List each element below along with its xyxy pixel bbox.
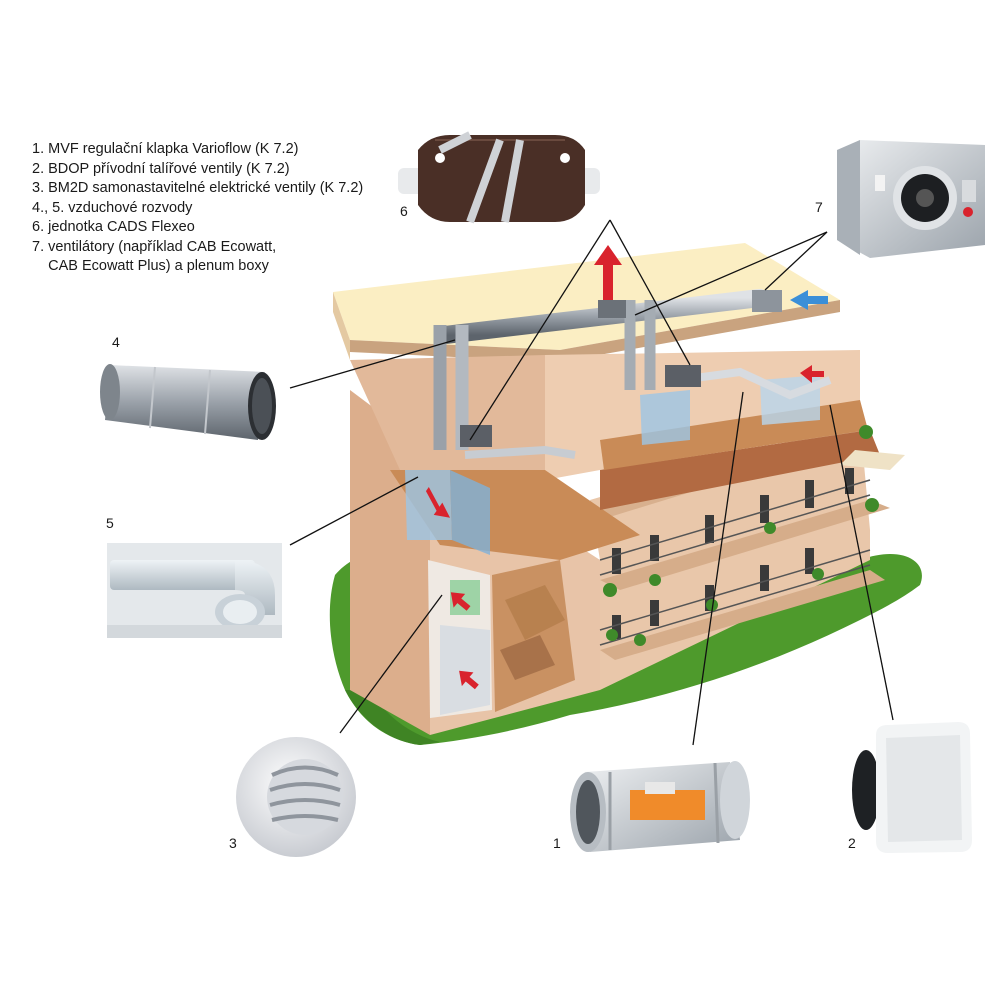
legend-item-3: 3. BM2D samonastavitelné elektrické vent… [32, 180, 364, 196]
legend-item-7: 7. ventilátory (například CAB Ecowatt, [32, 238, 277, 255]
cads-flexeo-unit [398, 131, 600, 224]
building-cutaway [333, 243, 905, 735]
cab-ecowatt-fan [837, 140, 985, 258]
callout-lines [289, 219, 894, 746]
legend-item-4-5: 4., 5. vzduchové rozvody [32, 199, 193, 216]
callout-number-1: 1 [553, 835, 561, 851]
callout-number-2: 2 [848, 835, 856, 851]
spiral-duct [100, 364, 276, 440]
bm2d-valve [236, 737, 356, 857]
legend-item-2: 2. BDOP přívodní talířové ventily (K 7.2… [32, 160, 290, 177]
bdop-plate-valve [852, 722, 972, 853]
supply-air-arrows [425, 245, 824, 690]
legend-item-1: 1. MVF regulační klapka Varioflow (K 7.2… [32, 141, 299, 157]
flat-duct [107, 543, 282, 638]
callout-number-7: 7 [815, 199, 823, 215]
legend-list: 1. MVF regulační klapka Varioflow (K 7.2… [32, 140, 363, 277]
legend-item-7-cont: CAB Ecowatt Plus) a plenum boxy [32, 258, 269, 274]
duct-network [433, 289, 832, 459]
callout-number-3: 3 [229, 835, 237, 851]
callout-number-5: 5 [106, 515, 114, 531]
callout-number-6: 6 [400, 203, 408, 219]
callout-number-4: 4 [112, 334, 120, 350]
legend-item-6: 6. jednotka CADS Flexeo [32, 219, 195, 235]
fresh-air-arrow [790, 290, 828, 310]
varioflow-damper [570, 761, 750, 852]
